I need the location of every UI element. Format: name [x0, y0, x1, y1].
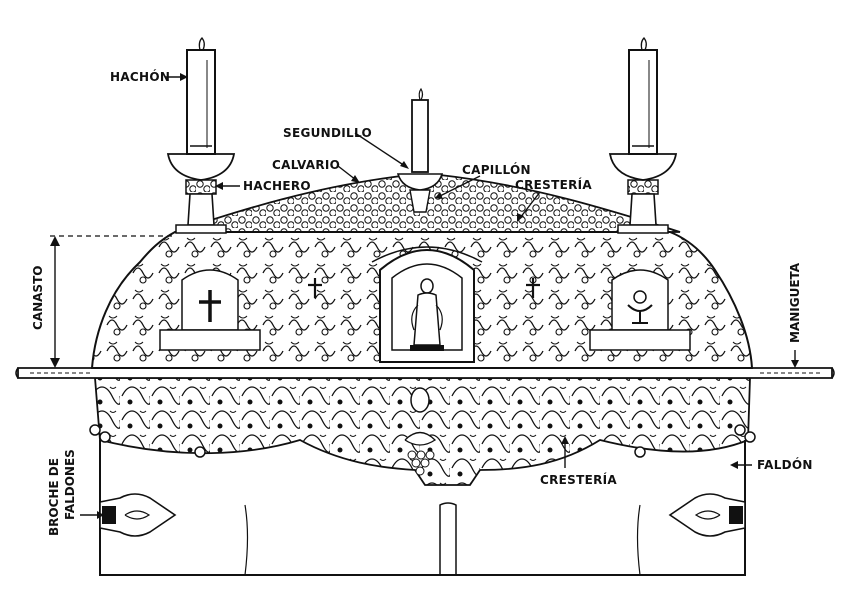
capillon-niche — [371, 246, 483, 363]
label-hachon: HACHÓN — [110, 70, 171, 84]
segundillo — [396, 87, 444, 213]
right-hachon — [628, 37, 658, 155]
label-faldon: FALDÓN — [757, 458, 813, 472]
label-cresteria-top: CRESTERÍA — [515, 178, 592, 192]
right-hachero — [608, 153, 678, 234]
label-broche-line1: BROCHE DE — [47, 458, 61, 536]
label-broche-line2: FALDONES — [63, 449, 77, 520]
left-hachon — [186, 37, 216, 155]
label-manigueta: MANIGUETA — [788, 262, 802, 343]
lower-cresteria — [89, 377, 756, 486]
cross-cartouche — [159, 269, 261, 351]
left-hachero — [166, 153, 236, 234]
canasto-dimension-arrow — [50, 236, 60, 368]
label-hachero: HACHERO — [243, 179, 311, 193]
leader-lines — [80, 73, 799, 519]
broche-left — [99, 493, 177, 537]
label-calvario: CALVARIO — [272, 158, 341, 172]
label-segundillo: SEGUNDILLO — [283, 126, 372, 140]
label-canasto: CANASTO — [31, 265, 45, 330]
manigueta-beam — [15, 367, 835, 379]
label-cresteria-bottom: CRESTERÍA — [540, 473, 617, 487]
grape-cluster — [404, 431, 437, 476]
chalice-cartouche — [589, 269, 691, 351]
broche-right — [668, 493, 746, 537]
label-capillon: CAPILLÓN — [462, 163, 531, 177]
